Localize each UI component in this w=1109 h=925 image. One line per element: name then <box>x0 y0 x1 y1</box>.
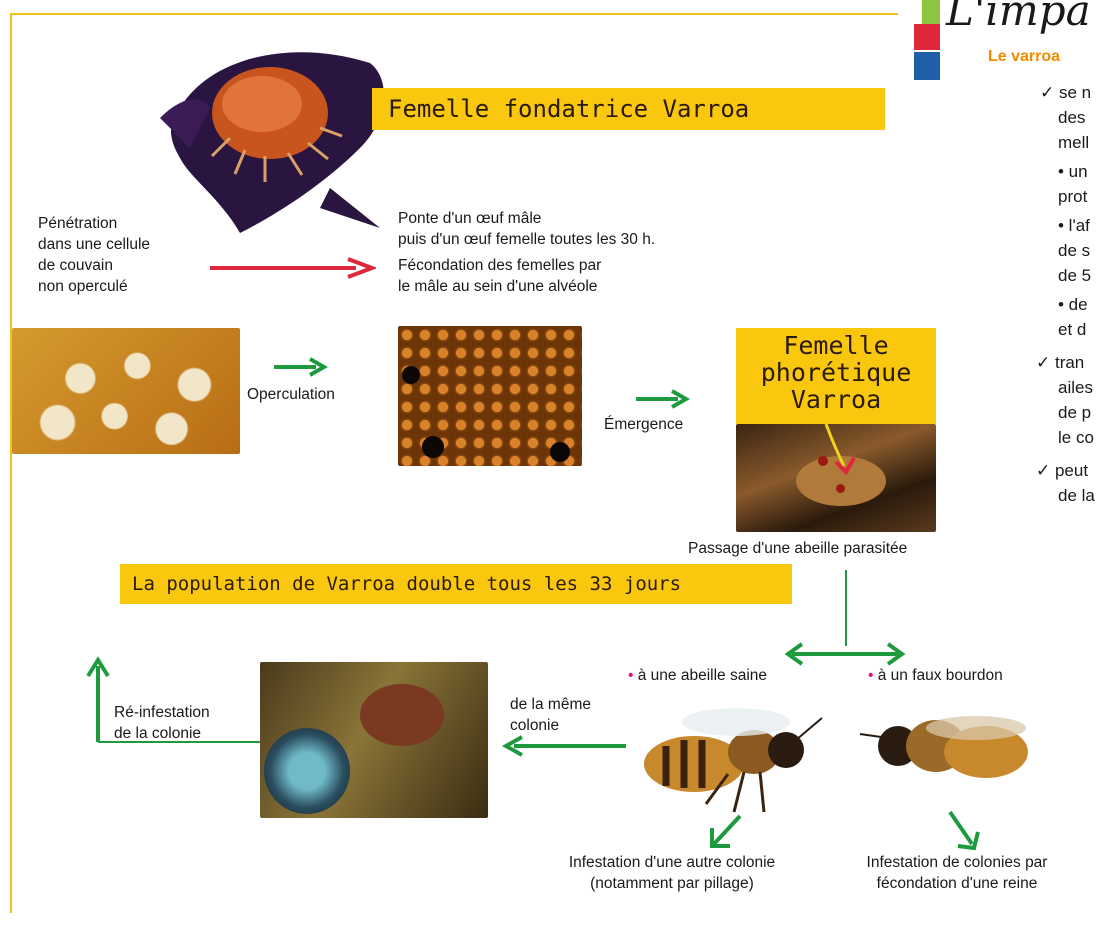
flag-blue <box>914 52 940 80</box>
right-line: • un <box>1058 162 1088 181</box>
passage-label: Passage d'une abeille parasitée <box>688 540 908 557</box>
flag-green <box>921 0 940 24</box>
ponte-label: Ponte d'un œuf mâle puis d'un œuf femell… <box>398 208 655 297</box>
reinfestation-line: de la colonie <box>114 725 202 742</box>
page-title: L'impa <box>946 0 1091 35</box>
bullet-icon: • <box>868 667 878 684</box>
population-banner: La population de Varroa double tous les … <box>120 564 792 604</box>
phoretique-line: phorétique <box>760 358 912 387</box>
right-line: de p <box>1058 403 1092 422</box>
reinfestation-line: Ré-infestation <box>114 704 210 721</box>
bullet-icon: • <box>628 667 638 684</box>
meme-colonie-line: colonie <box>510 717 560 734</box>
mite-closeup-photo <box>260 662 488 818</box>
frame-left-line <box>10 13 12 913</box>
ponte-line: puis d'un œuf femelle toutes les 30 h. <box>398 231 656 248</box>
reine-arrow <box>948 810 980 851</box>
right-line: mell <box>1058 133 1090 152</box>
red-arrow <box>210 257 376 279</box>
operculation-label: Operculation <box>247 386 335 403</box>
right-line: le co <box>1058 428 1094 447</box>
right-line: ✓ tran <box>1036 353 1085 372</box>
section-subheading: Le varroa <box>988 48 1061 65</box>
faux-bourdon-label: • à un faux bourdon <box>868 665 1003 686</box>
meme-colonie-line: de la même <box>510 696 591 713</box>
mite-illustration <box>160 52 384 233</box>
penetration-line: Pénétration <box>38 215 118 232</box>
colonies-reine-line: Infestation de colonies par <box>866 854 1048 871</box>
femelle-fondatrice-title: Femelle fondatrice Varroa <box>372 88 885 130</box>
emergence-arrow <box>636 389 690 409</box>
right-line: ✓ peut <box>1036 461 1089 480</box>
femelle-phoretique-title: Femelle phorétique Varroa <box>736 328 936 424</box>
reinfestation-arrow <box>86 656 260 743</box>
worker-bee-illustration <box>644 708 823 813</box>
right-line: des <box>1058 108 1086 127</box>
phoretique-line: Varroa <box>790 385 882 414</box>
drone-illustration <box>859 716 1028 778</box>
ponte-line: Ponte d'un œuf mâle <box>398 210 542 227</box>
penetration-line: de couvain <box>38 257 113 274</box>
autre-colonie-line: (notamment par pillage) <box>590 875 754 892</box>
penetration-line: non operculé <box>38 278 128 295</box>
ponte-line: le mâle au sein d'une alvéole <box>398 278 598 295</box>
penetration-line: dans une cellule <box>38 236 151 253</box>
right-line: et d <box>1058 320 1087 339</box>
penetration-label: Pénétration dans une cellule de couvain … <box>38 213 150 297</box>
open-brood-photo <box>12 328 240 454</box>
right-line: prot <box>1058 187 1088 206</box>
meme-colonie-arrow <box>501 735 626 757</box>
faux-bourdon-text: à un faux bourdon <box>877 667 1003 684</box>
right-column-text: ✓ se n des mell • un prot • l'af de s de… <box>1036 80 1095 508</box>
autre-colonie-line: Infestation d'une autre colonie <box>568 854 776 871</box>
mite-pointer-arrow <box>824 423 856 476</box>
ponte-line: Fécondation des femelles par <box>398 257 602 274</box>
flag-red <box>914 24 940 50</box>
operculation-arrow <box>274 357 328 377</box>
right-line: de s <box>1058 241 1091 260</box>
right-line: de la <box>1058 486 1095 505</box>
phoretique-line: Femelle <box>783 331 889 360</box>
split-arrow <box>784 570 906 666</box>
autre-colonie-arrow <box>710 814 742 848</box>
right-line: • de <box>1058 295 1088 314</box>
meme-colonie-label: de la même colonie <box>510 694 591 736</box>
autre-colonie-label: Infestation d'une autre colonie (notamme… <box>522 852 822 894</box>
right-line: de 5 <box>1058 266 1092 285</box>
right-line: • l'af <box>1058 216 1090 235</box>
colonies-reine-line: fécondation d'une reine <box>876 875 1038 892</box>
capped-brood-photo <box>398 326 582 466</box>
emergence-label: Émergence <box>604 416 684 433</box>
frame-top-line <box>10 13 898 15</box>
reinfestation-label: Ré-infestation de la colonie <box>114 702 210 744</box>
colonies-reine-label: Infestation de colonies par fécondation … <box>832 852 1082 894</box>
right-line: ailes <box>1058 378 1093 397</box>
right-line: ✓ se n <box>1040 83 1092 102</box>
abeille-saine-text: à une abeille saine <box>637 667 768 684</box>
phoretic-bee-photo <box>736 424 936 532</box>
abeille-saine-label: • à une abeille saine <box>628 665 767 686</box>
